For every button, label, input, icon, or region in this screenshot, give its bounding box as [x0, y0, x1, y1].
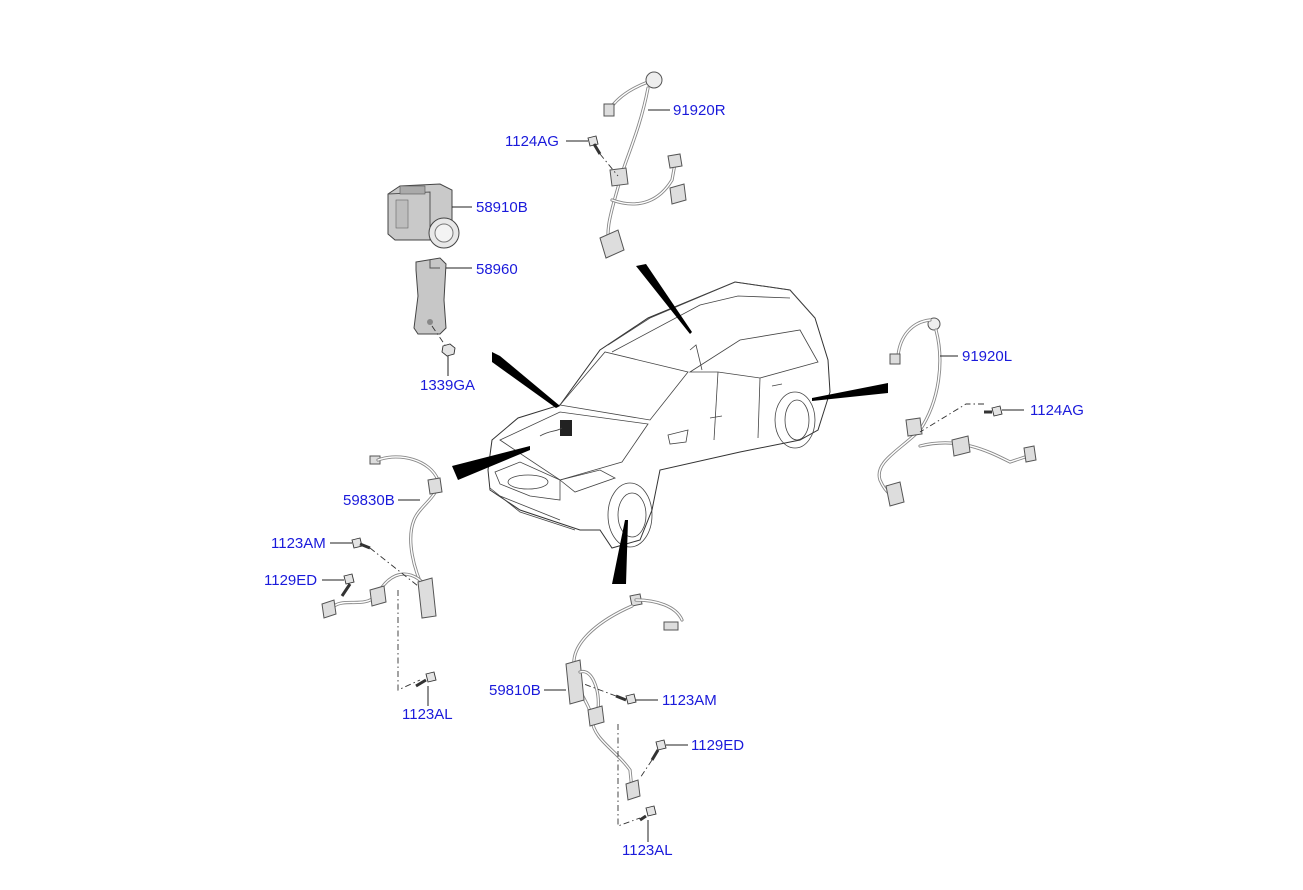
mounting-bracket-icon[interactable] [413, 257, 447, 335]
part-label-1124AG-right[interactable]: 1124AG [1030, 402, 1084, 419]
part-label-91920L[interactable]: 91920L [962, 348, 1012, 365]
abs-modulator-icon[interactable] [387, 183, 460, 249]
part-label-1129ED-bottom[interactable]: 1129ED [691, 737, 744, 754]
part-label-91920R[interactable]: 91920R [673, 102, 726, 119]
part-label-59830B[interactable]: 59830B [343, 492, 395, 509]
bolt-icon[interactable] [615, 693, 637, 705]
part-label-1123AL-bottom[interactable]: 1123AL [622, 842, 673, 859]
bolt-icon[interactable] [984, 405, 1003, 417]
hatchback-car-icon [487, 281, 831, 549]
bolt-icon[interactable] [639, 805, 657, 822]
part-label-1129ED-left[interactable]: 1129ED [264, 572, 317, 589]
pointer-wedges [452, 264, 888, 584]
pointer-to-abs [492, 352, 560, 408]
part-label-1339GA[interactable]: 1339GA [420, 377, 475, 394]
bolt-icon[interactable] [340, 573, 355, 597]
part-label-1123AM-bottom[interactable]: 1123AM [662, 692, 717, 709]
part-label-1123AM-left[interactable]: 1123AM [271, 535, 326, 552]
part-label-1124AG-top[interactable]: 1124AG [505, 133, 559, 150]
pointer-to-front-left [452, 446, 530, 480]
wheel-speed-sensor-icon[interactable] [321, 455, 443, 619]
wheel-speed-sensor-icon[interactable] [599, 71, 687, 259]
nut-icon[interactable] [441, 343, 456, 357]
part-label-1123AL-left[interactable]: 1123AL [402, 706, 453, 723]
part-label-58910B[interactable]: 58910B [476, 199, 528, 216]
part-label-59810B[interactable]: 59810B [489, 682, 541, 699]
bolt-icon[interactable] [650, 739, 667, 761]
bolt-icon[interactable] [351, 537, 371, 550]
pointer-to-rear-right [636, 264, 692, 334]
wheel-speed-sensor-icon[interactable] [565, 593, 684, 801]
part-label-58960[interactable]: 58960 [476, 261, 518, 278]
pointer-to-rear-left [812, 383, 888, 401]
bolt-icon[interactable] [587, 135, 602, 155]
wheel-speed-sensor-icon[interactable] [877, 317, 1037, 507]
bolt-icon[interactable] [415, 671, 437, 688]
pointer-to-front-right [612, 520, 628, 584]
